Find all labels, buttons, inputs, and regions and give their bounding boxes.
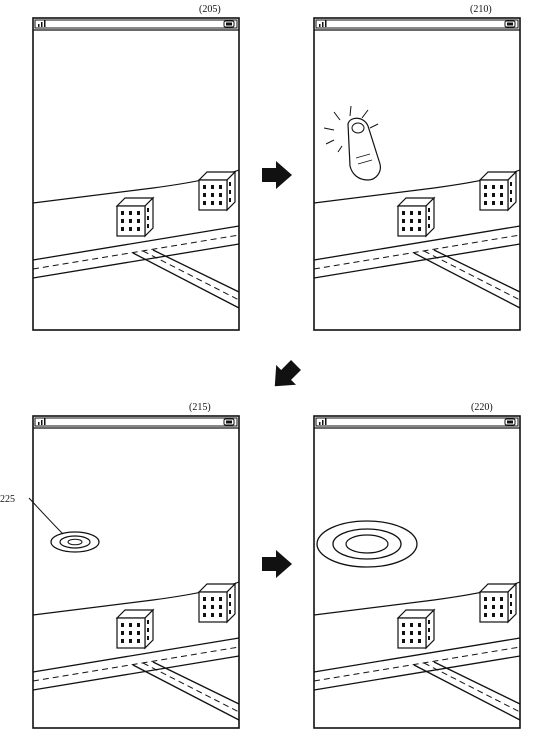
panel-215: (215) (28, 402, 240, 729)
panel-210: (210) (313, 4, 521, 331)
battery-icon (504, 418, 516, 426)
battery-icon (223, 20, 235, 28)
panel-label: (220) (471, 402, 493, 413)
panel-label: (210) (470, 4, 492, 15)
battery-icon (504, 20, 516, 28)
panel-220: (220) (313, 402, 521, 729)
callout-label: 225 (0, 494, 15, 505)
signal-bars-icon (38, 418, 46, 425)
signal-bars-icon (319, 418, 327, 425)
battery-icon (223, 418, 235, 426)
concentric-target-icon (50, 531, 100, 553)
arrow-icon (264, 355, 306, 397)
panel-label: (215) (189, 402, 211, 413)
signal-bars-icon (319, 20, 327, 27)
signal-bars-icon (38, 20, 46, 27)
panel-label: (205) (199, 4, 221, 15)
callout-leader (28, 497, 64, 535)
arrow-icon (262, 161, 292, 189)
panel-205: (205) (32, 4, 240, 331)
concentric-target-icon (316, 520, 418, 568)
finger-tap-icon (323, 105, 381, 181)
arrow-icon (262, 550, 292, 578)
